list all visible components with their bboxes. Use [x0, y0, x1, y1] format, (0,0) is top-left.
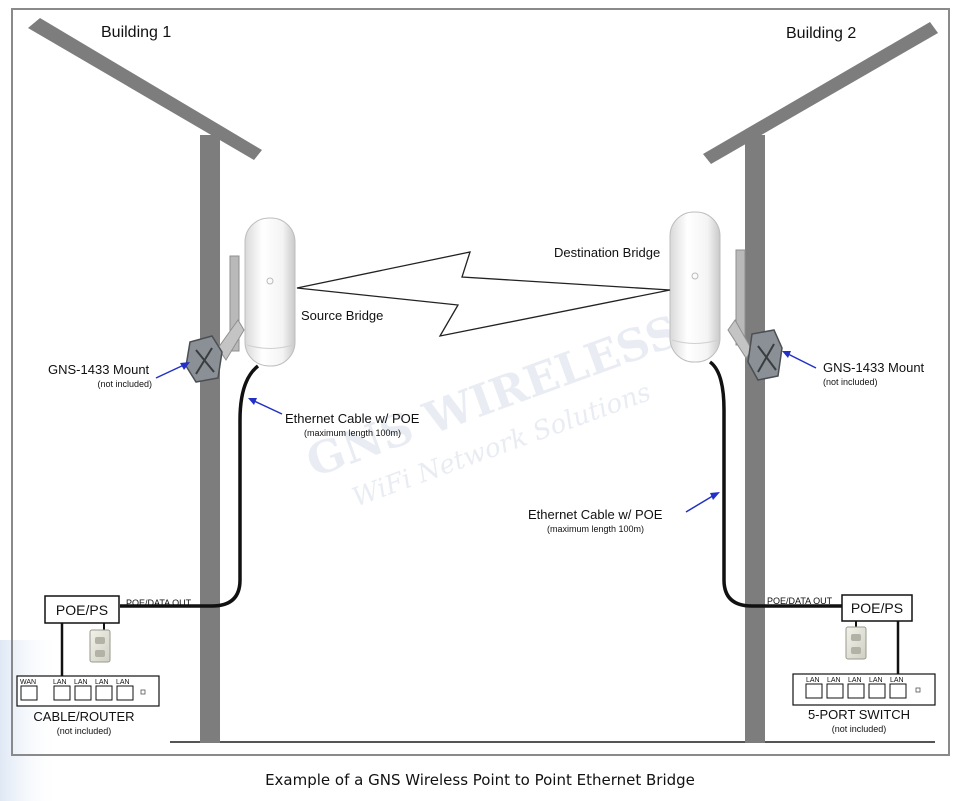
source-bridge-label: Source Bridge [301, 308, 383, 323]
switch-led-icon [915, 687, 921, 693]
right-cable-label: Ethernet Cable w/ POE [528, 507, 663, 522]
left-ethernet-cable [120, 364, 260, 608]
building-2-roof [703, 22, 938, 164]
left-cable-note: (maximum length 100m) [304, 428, 401, 438]
left-power-outlet-icon [89, 629, 111, 663]
switch-port-0: LAN [805, 677, 823, 699]
building-2-pole [745, 135, 765, 743]
switch-port-1: LAN [826, 677, 844, 699]
switch-port-3: LAN [868, 677, 886, 699]
right-poe-box: POE/PS [841, 594, 913, 622]
building-1: Building 1 [28, 18, 262, 743]
router-name: CABLE/ROUTER [33, 709, 134, 724]
building-1-name: Building 1 [101, 24, 171, 41]
diagram-frame [11, 8, 950, 756]
right-mount-arrow-icon [782, 351, 817, 369]
left-poe-box: POE/PS [44, 595, 120, 624]
svg-text:LAN: LAN [890, 677, 904, 684]
svg-text:LAN: LAN [869, 677, 883, 684]
router-port-4: LAN [116, 679, 134, 701]
svg-text:LAN: LAN [827, 677, 841, 684]
right-power-outlet-icon [845, 626, 867, 660]
right-mount-label: GNS-1433 Mount [823, 360, 925, 375]
corner-tint [0, 640, 60, 801]
switch-note: (not included) [832, 724, 887, 734]
switch-name: 5-PORT SWITCH [808, 707, 910, 722]
right-cable-arrow-icon [685, 492, 720, 513]
five-port-switch: LAN LAN LAN LAN LAN [792, 673, 936, 706]
svg-text:LAN: LAN [806, 677, 820, 684]
svg-text:WAN: WAN [20, 679, 36, 686]
svg-text:LAN: LAN [116, 679, 130, 686]
router-port-0: WAN [20, 679, 38, 701]
right-ethernet-cable [708, 360, 842, 608]
router-led-icon [140, 689, 146, 695]
router-port-3: LAN [95, 679, 113, 701]
switch-port-2: LAN [847, 677, 865, 699]
svg-text:LAN: LAN [53, 679, 67, 686]
wireless-link-icon [296, 251, 671, 337]
left-poe-out-label: POE/DATA OUT [126, 598, 192, 608]
svg-text:LAN: LAN [848, 677, 862, 684]
destination-bridge-label: Destination Bridge [554, 245, 660, 260]
left-poe-label: POE/PS [56, 602, 108, 618]
right-cable-note: (maximum length 100m) [547, 524, 644, 534]
source-bridge-radio [244, 217, 296, 367]
switch-port-4: LAN [889, 677, 907, 699]
right-poe-out-label: POE/DATA OUT [767, 596, 833, 606]
right-mount-note: (not included) [823, 377, 878, 387]
left-cable-label: Ethernet Cable w/ POE [285, 411, 420, 426]
left-mount-label: GNS-1433 Mount [48, 362, 150, 377]
left-mount-arrow-icon [155, 362, 190, 379]
router-note: (not included) [57, 726, 112, 736]
destination-bridge-radio [669, 211, 721, 363]
left-cable-arrow-icon [248, 398, 283, 415]
cable-router: WAN LAN LAN LAN LAN [16, 675, 160, 707]
right-mount-bracket [727, 249, 783, 381]
building-1-pole [200, 135, 220, 743]
building-2: Building 2 [703, 22, 938, 743]
building-1-roof [28, 18, 262, 160]
router-port-2: LAN [74, 679, 92, 701]
router-port-1: LAN [53, 679, 71, 701]
right-poe-label: POE/PS [851, 600, 903, 616]
left-mount-note: (not included) [97, 379, 152, 389]
destination-radio-logo-icon [691, 272, 699, 280]
diagram-caption: Example of a GNS Wireless Point to Point… [265, 771, 695, 789]
svg-text:LAN: LAN [74, 679, 88, 686]
building-2-name: Building 2 [786, 25, 856, 42]
source-radio-logo-icon [266, 277, 274, 285]
svg-text:LAN: LAN [95, 679, 109, 686]
